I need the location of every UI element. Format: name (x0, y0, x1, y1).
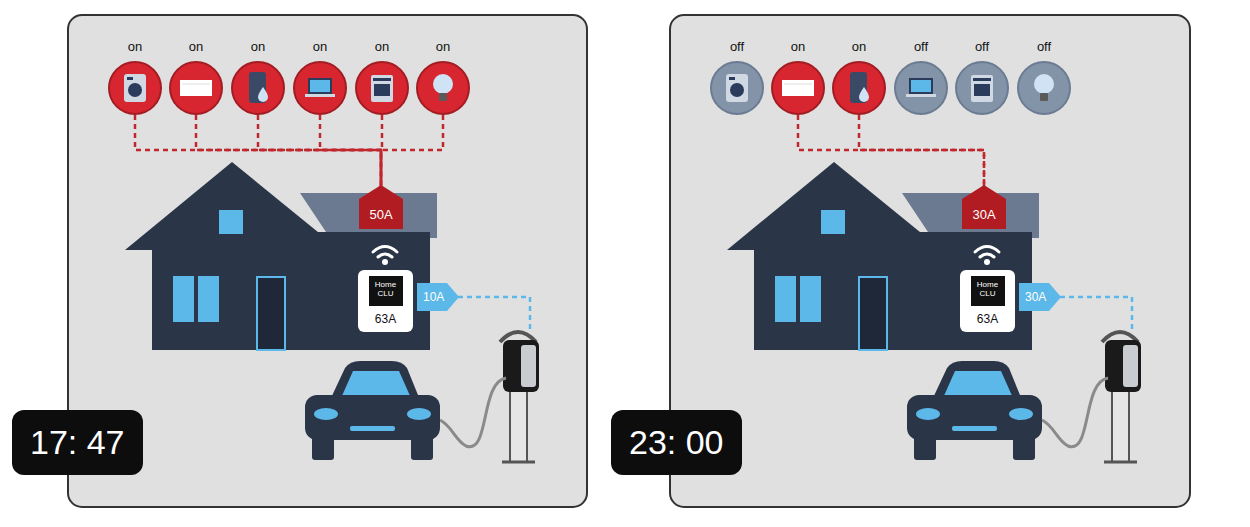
node-shape (169, 61, 223, 115)
state-label: on (436, 39, 450, 54)
current-value: 50A (369, 207, 392, 222)
appliance-circle: on (169, 61, 223, 115)
device-name: Home CLU (971, 276, 1005, 306)
charge-arrow: 10A (417, 283, 459, 311)
appliance-circle: off (894, 61, 948, 115)
appliance-circle: on (231, 61, 285, 115)
state-label: off (975, 39, 989, 54)
node-shape (231, 61, 285, 115)
node-shape (832, 61, 886, 115)
node-shape (710, 61, 764, 115)
rated-current: 63A (375, 312, 396, 326)
charge-current: 30A (1025, 290, 1046, 304)
appliance-circle: off (955, 61, 1009, 115)
power-line (258, 115, 381, 188)
appliance-circle: on (771, 61, 825, 115)
state-label: off (914, 39, 928, 54)
state-label: on (313, 39, 327, 54)
rated-current: 63A (977, 312, 998, 326)
power-line (196, 115, 381, 188)
time-badge: 23: 00 (611, 410, 742, 475)
current-tag: 50A (359, 185, 403, 229)
panel (68, 15, 587, 507)
house-scene (727, 162, 1141, 462)
panel (670, 15, 1190, 507)
time-badge: 17: 47 (12, 410, 143, 475)
node-shape (955, 61, 1009, 115)
controller-box: Home CLU 63A (960, 270, 1015, 332)
node-shape (293, 61, 347, 115)
state-label: on (251, 39, 265, 54)
current-tag: 30A (962, 185, 1006, 229)
power-line (859, 115, 984, 188)
appliance-circle: on (355, 61, 409, 115)
state-label: on (852, 39, 866, 54)
state-label: off (1037, 39, 1051, 54)
node-shape (416, 61, 470, 115)
charge-arrow: 30A (1019, 283, 1061, 311)
appliance-circle: on (416, 61, 470, 115)
power-line (381, 115, 443, 188)
time-label: 17: 47 (30, 423, 125, 462)
appliance-circle: on (108, 61, 162, 115)
appliance-circle: off (1017, 61, 1071, 115)
node-shape (108, 61, 162, 115)
device-name: Home CLU (369, 276, 403, 306)
state-label: on (128, 39, 142, 54)
power-line (381, 115, 382, 188)
appliance-circle: off (710, 61, 764, 115)
time-label: 23: 00 (629, 423, 724, 462)
node-shape (894, 61, 948, 115)
state-label: on (791, 39, 805, 54)
power-line (798, 115, 984, 188)
appliance-circle: on (832, 61, 886, 115)
node-shape (355, 61, 409, 115)
house-scene (125, 162, 539, 462)
appliance-circle: on (293, 61, 347, 115)
state-label: on (189, 39, 203, 54)
node-shape (1017, 61, 1071, 115)
current-value: 30A (972, 207, 995, 222)
node-shape (771, 61, 825, 115)
state-label: off (730, 39, 744, 54)
controller-box: Home CLU 63A (358, 270, 413, 332)
charge-current: 10A (423, 290, 444, 304)
power-line (135, 115, 381, 188)
state-label: on (375, 39, 389, 54)
power-line (320, 115, 381, 188)
